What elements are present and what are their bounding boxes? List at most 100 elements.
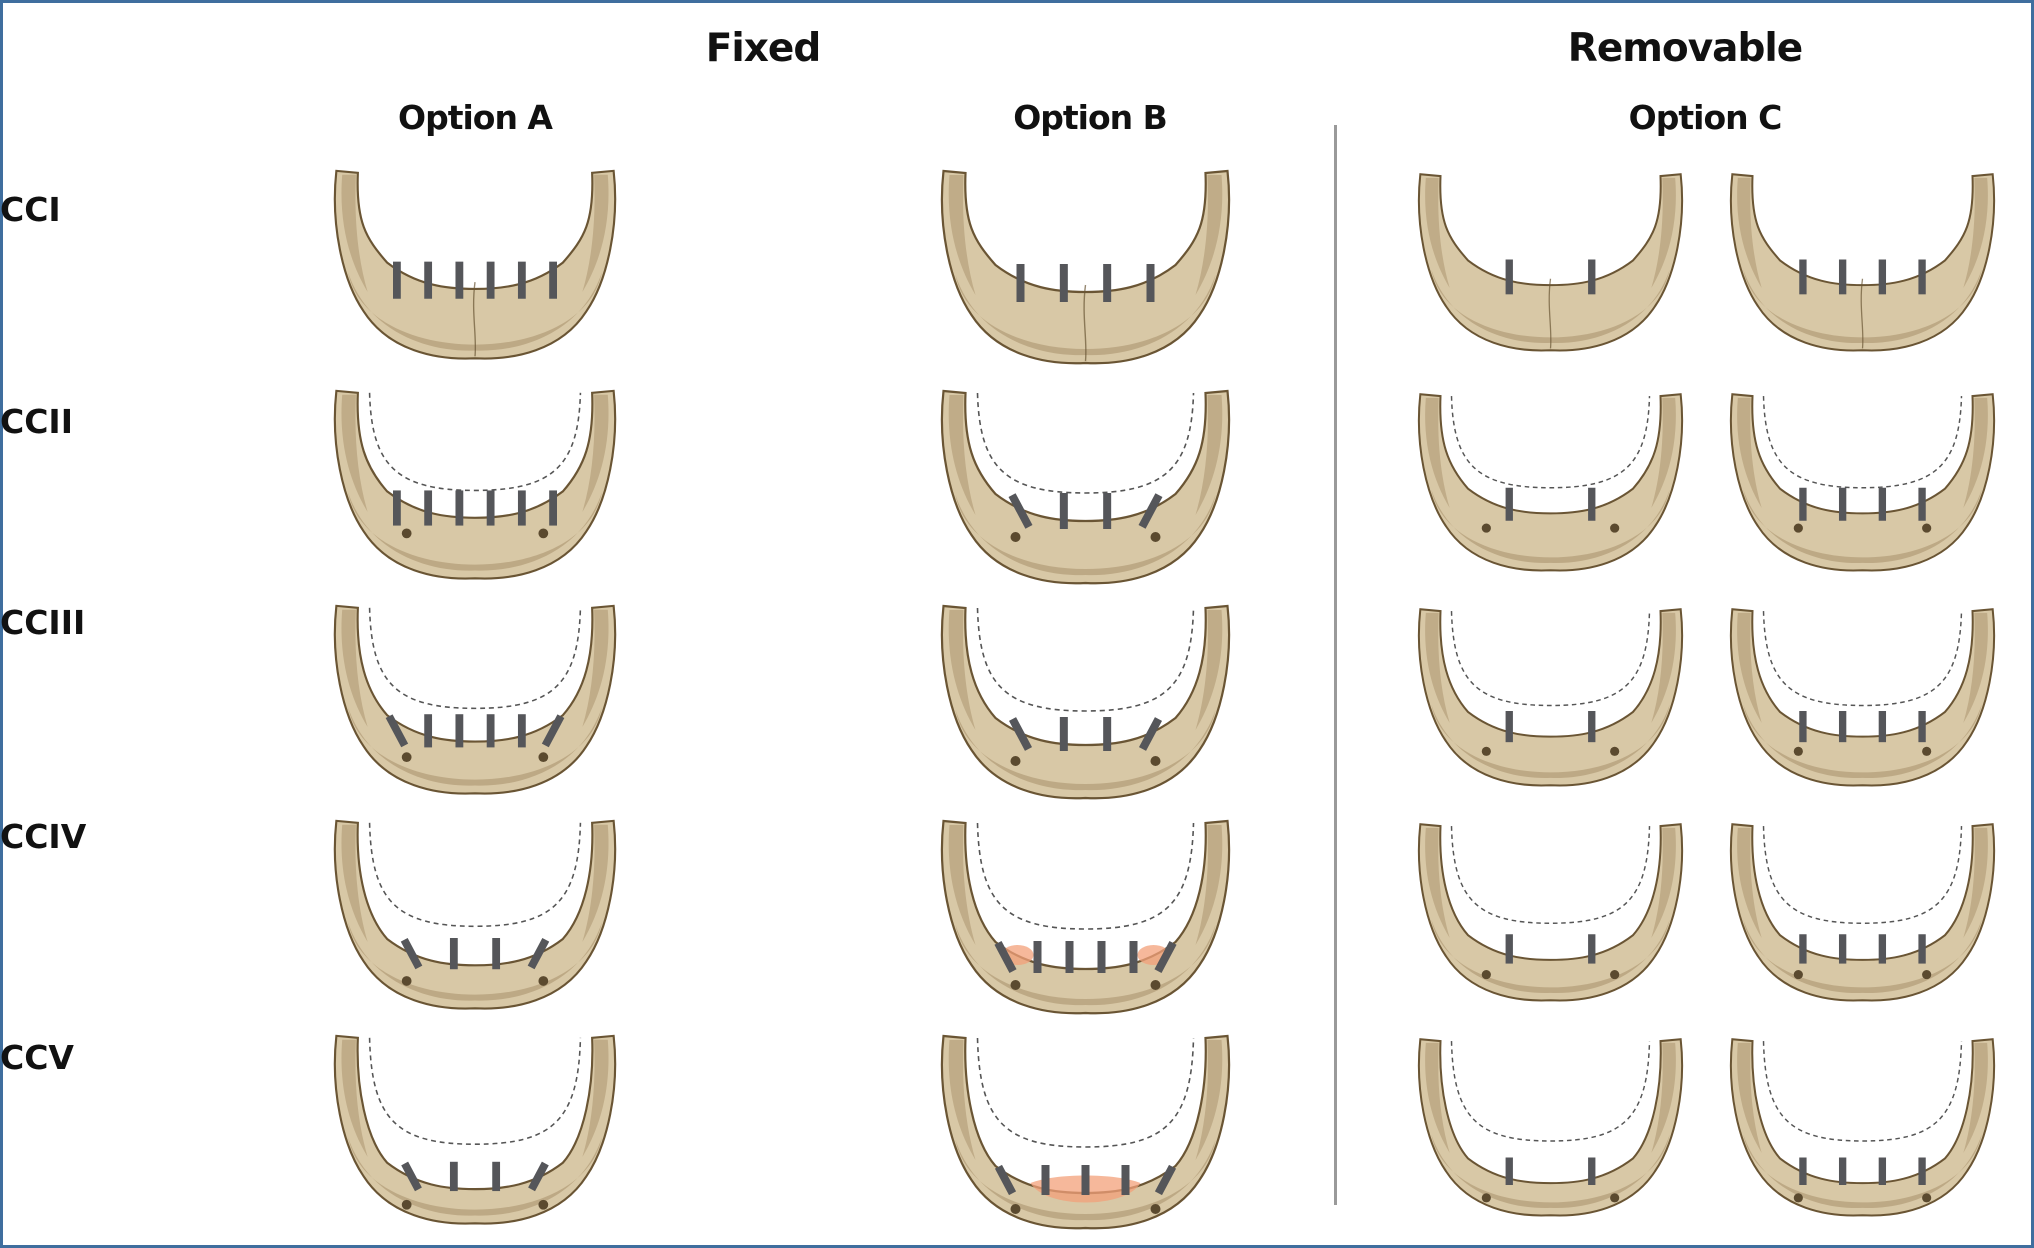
mandible-option-c-right-cciii — [1725, 600, 2000, 800]
implant — [393, 490, 401, 525]
mental-foramen-left — [1010, 532, 1020, 542]
implant — [1033, 941, 1041, 973]
implant — [1097, 941, 1105, 973]
original-ridge-line — [1763, 396, 1961, 488]
mandible-option-b-ccii — [933, 385, 1238, 595]
implant — [1081, 1165, 1089, 1195]
original-ridge-line — [1763, 826, 1961, 923]
mental-foramen-right — [1610, 1193, 1619, 1202]
mental-foramen-right — [1610, 747, 1619, 756]
option-b-header: Option B — [1013, 98, 1167, 137]
implant — [450, 1162, 458, 1191]
mental-foramen-left — [1793, 970, 1802, 979]
original-ridge-line — [977, 823, 1193, 929]
bone-body — [1730, 1039, 1993, 1215]
mental-foramen-right — [538, 1200, 548, 1210]
mental-foramen-right — [538, 529, 548, 539]
implant — [1878, 934, 1885, 963]
implant — [1878, 1158, 1885, 1186]
mental-foramen-left — [402, 976, 412, 986]
fixed-removable-divider — [1334, 125, 1337, 1205]
implant — [450, 938, 458, 969]
implant — [1505, 1158, 1512, 1186]
mental-foramen-left — [1481, 747, 1490, 756]
implant — [1838, 711, 1845, 742]
mental-foramen-right — [1150, 532, 1160, 542]
fixed-header: Fixed — [706, 26, 821, 71]
implant — [1918, 488, 1925, 521]
mandible-option-b-cci — [933, 165, 1238, 375]
bone-body — [1418, 609, 1681, 785]
implant — [1505, 934, 1512, 963]
mental-foramen-left — [1010, 980, 1020, 990]
implant — [1065, 941, 1073, 973]
original-ridge-line — [1763, 1041, 1961, 1141]
bone-body — [1418, 394, 1681, 570]
mandible-option-b-ccv — [933, 1030, 1238, 1240]
mandible-option-a-ccv — [325, 1030, 625, 1235]
bone-body — [335, 1036, 615, 1224]
mental-foramen-left — [1481, 1193, 1490, 1202]
row-label-cci: CCI — [0, 190, 61, 229]
mandible-option-c-right-ccii — [1725, 385, 2000, 585]
implant — [1918, 260, 1925, 295]
bone-body — [1730, 824, 1993, 1000]
mandible-option-c-right-cci — [1725, 165, 2000, 365]
mental-foramen-right — [1922, 970, 1931, 979]
implant — [1505, 260, 1512, 295]
bone-body — [1418, 1039, 1681, 1215]
implant — [455, 714, 463, 747]
bone-body — [1730, 394, 1993, 570]
mandible-option-a-cci — [325, 165, 625, 370]
mental-foramen-left — [1793, 747, 1802, 756]
implant — [487, 262, 495, 299]
implant — [1838, 488, 1845, 521]
implant — [1799, 260, 1806, 295]
row-label-ccv: CCV — [0, 1038, 74, 1077]
implant — [1059, 493, 1067, 529]
mental-foramen-right — [1150, 1204, 1160, 1214]
mental-foramen-left — [1010, 1204, 1020, 1214]
mental-foramen-left — [402, 752, 412, 762]
implant — [1838, 934, 1845, 963]
mandible-option-c-right-ccv — [1725, 1030, 2000, 1230]
implant — [1129, 941, 1137, 973]
mandible-option-c-right-cciv — [1725, 815, 2000, 1015]
mental-foramen-right — [1610, 524, 1619, 533]
original-ridge-line — [1451, 1041, 1649, 1141]
implant — [1016, 264, 1024, 302]
implant — [1041, 1165, 1049, 1195]
implant — [1505, 711, 1512, 742]
mental-foramen-left — [1481, 524, 1490, 533]
mandible-option-c-left-ccv — [1413, 1030, 1688, 1230]
implant — [549, 262, 557, 299]
option-c-header: Option C — [1629, 98, 1782, 137]
implant — [518, 714, 526, 747]
original-ridge-line — [370, 823, 581, 926]
implant — [424, 490, 432, 525]
implant — [1878, 711, 1885, 742]
implant — [1103, 264, 1111, 302]
row-label-cciii: CCIII — [0, 603, 85, 642]
row-label-ccii: CCII — [0, 402, 73, 441]
implant — [492, 1162, 500, 1191]
original-ridge-line — [1451, 826, 1649, 923]
mental-foramen-right — [1150, 756, 1160, 766]
bone-body — [335, 606, 615, 794]
bone-body — [941, 606, 1228, 798]
mandible-option-b-cciii — [933, 600, 1238, 810]
mandible-option-c-left-cci — [1413, 165, 1688, 365]
mental-foramen-left — [1010, 756, 1020, 766]
implant — [1799, 711, 1806, 742]
implant — [1121, 1165, 1129, 1195]
implant — [1103, 493, 1111, 529]
mental-foramen-left — [402, 529, 412, 539]
original-ridge-line — [977, 608, 1193, 711]
mental-foramen-left — [1793, 524, 1802, 533]
mandible-option-a-cciv — [325, 815, 625, 1020]
mental-foramen-left — [1793, 1193, 1802, 1202]
implant — [1103, 717, 1111, 751]
original-ridge-line — [370, 393, 581, 491]
implant — [1588, 260, 1595, 295]
implant — [393, 262, 401, 299]
